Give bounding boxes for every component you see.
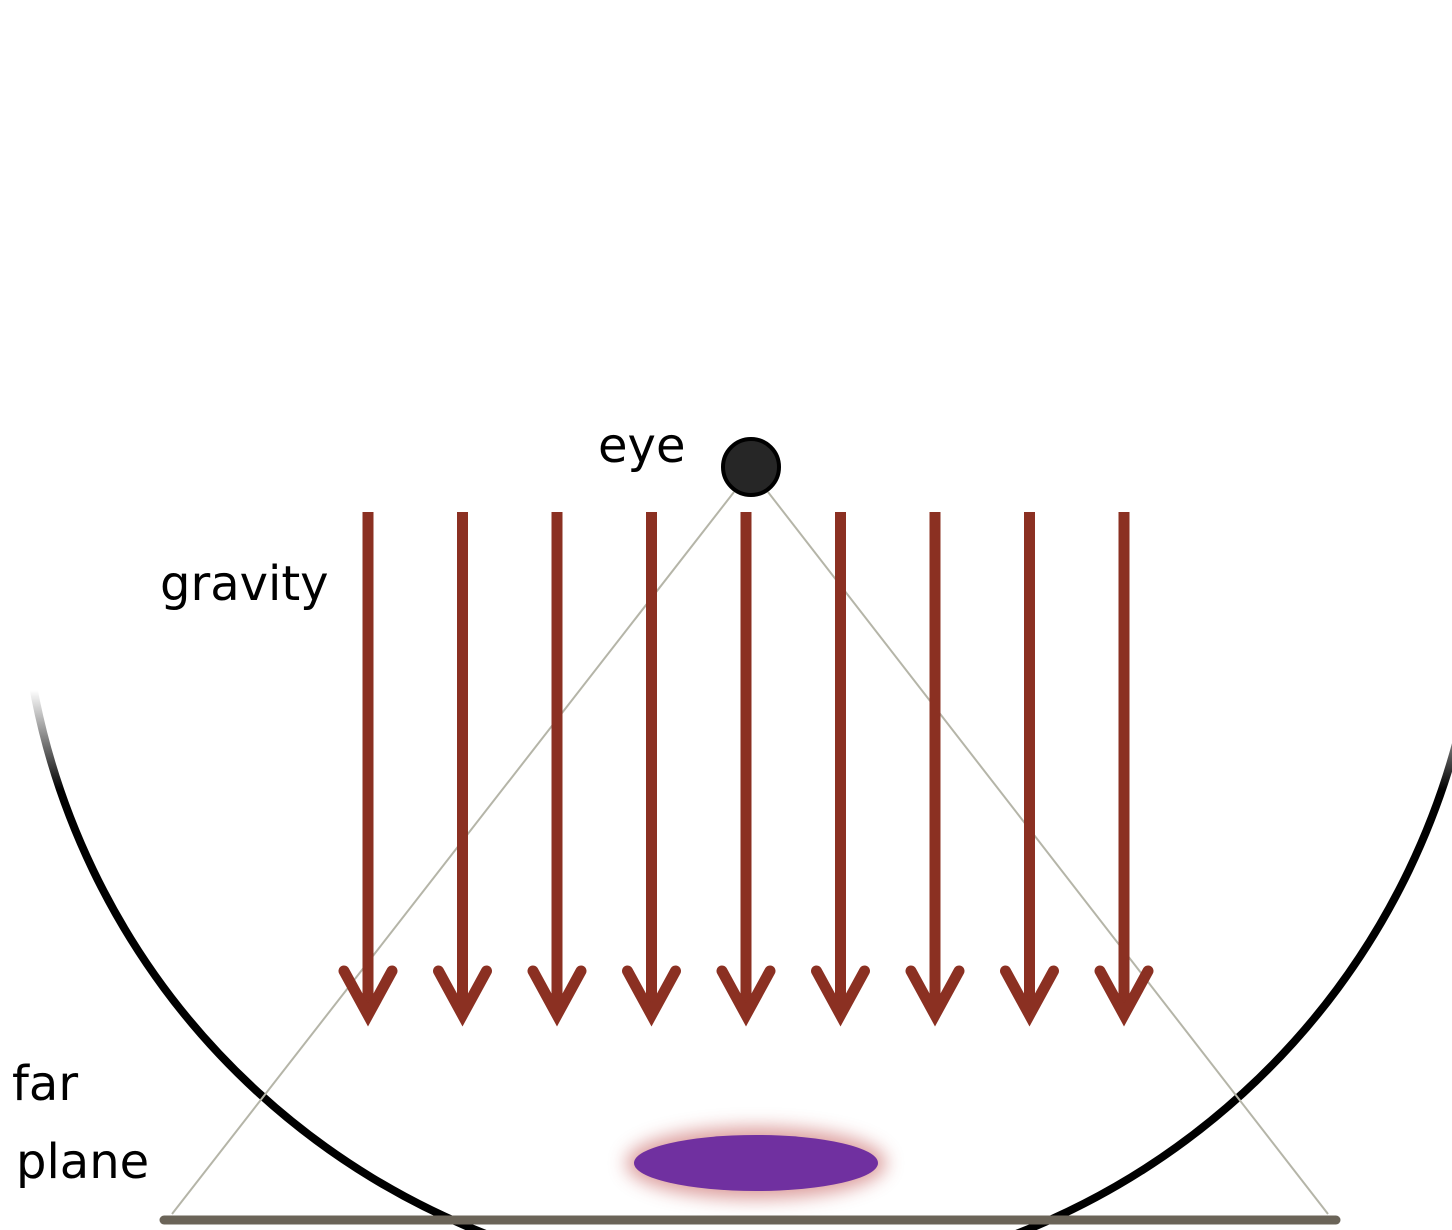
gravity-arrow — [1006, 512, 1054, 1015]
gravity-arrow — [533, 512, 581, 1015]
object-ellipse — [634, 1135, 878, 1191]
gravity-arrow — [628, 512, 676, 1015]
gravity-arrow — [911, 512, 959, 1015]
gravity-arrow — [722, 512, 770, 1015]
gravity-label: gravity — [160, 556, 329, 612]
far-plane-label-line2: plane — [16, 1134, 149, 1190]
eye-label: eye — [598, 418, 685, 474]
gravity-arrows — [344, 512, 1148, 1015]
eye-icon — [723, 439, 779, 495]
gravity-arrow — [1100, 512, 1148, 1015]
far-plane-label-line1: far — [12, 1056, 78, 1112]
gravity-arrow — [817, 512, 865, 1015]
object-blob — [626, 1127, 886, 1199]
gravity-arrow — [439, 512, 487, 1015]
frustum-line-right — [768, 492, 1328, 1214]
